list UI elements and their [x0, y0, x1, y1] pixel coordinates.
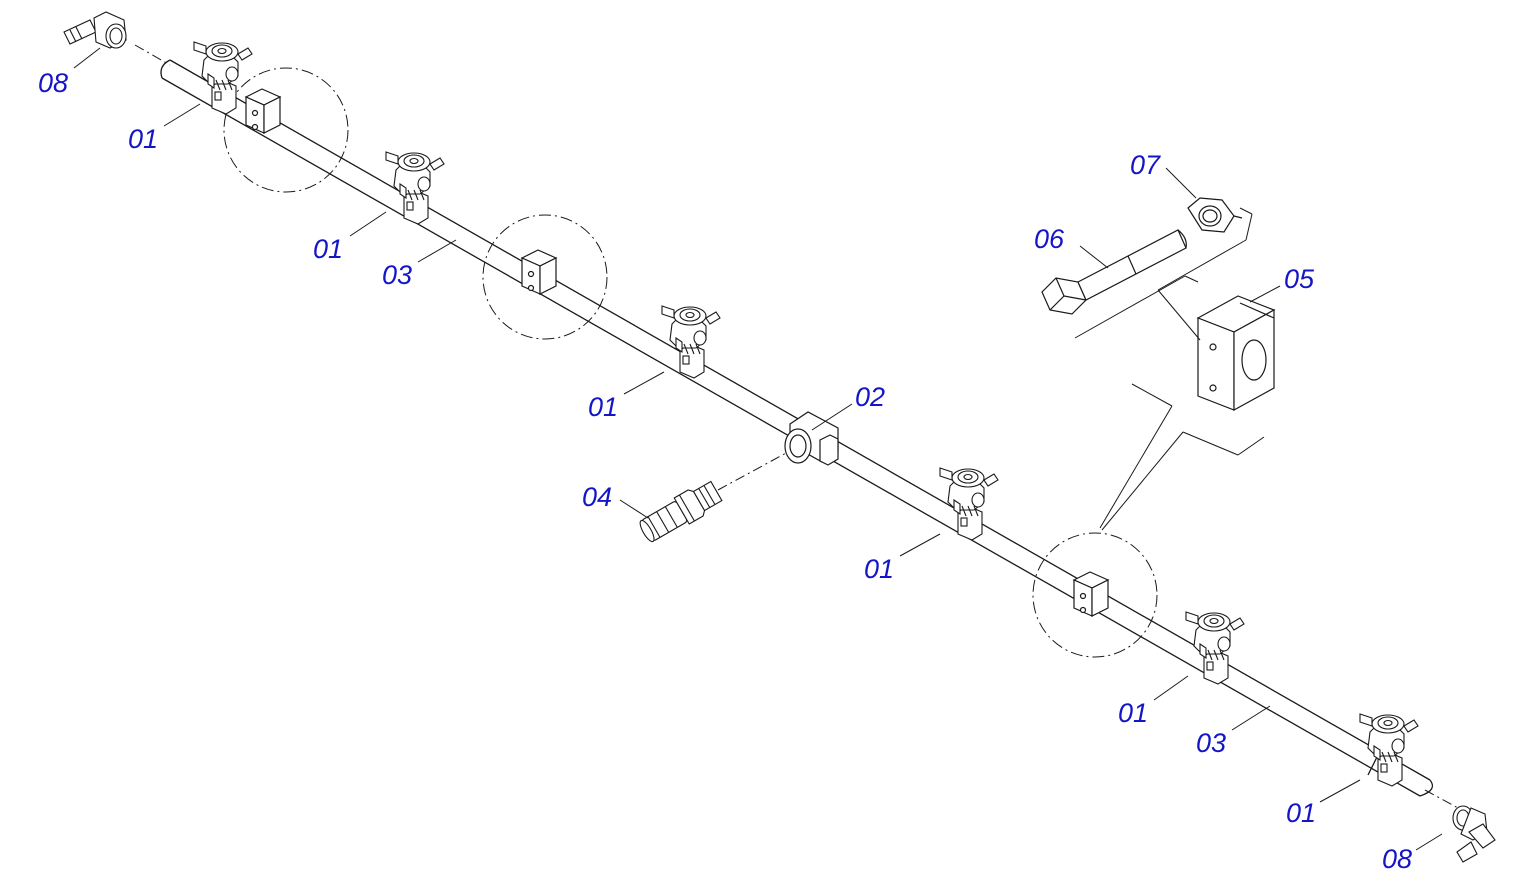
label-02: 02 — [855, 382, 886, 412]
detail-circles — [223, 67, 1158, 658]
label-08-top: 08 — [38, 68, 69, 98]
nozzle-body — [385, 151, 445, 225]
hose-barb-adapter — [639, 480, 723, 543]
label-04: 04 — [582, 482, 613, 512]
detail-nut — [1187, 197, 1243, 233]
label-01-b: 01 — [313, 234, 344, 264]
label-01-d: 01 — [864, 554, 895, 584]
nozzle-body — [1185, 611, 1245, 685]
label-05: 05 — [1284, 264, 1315, 294]
label-06: 06 — [1034, 224, 1065, 254]
detail-bracket — [1074, 207, 1265, 531]
label-01-f: 01 — [1286, 798, 1317, 828]
elbow-fitting-left — [63, 11, 127, 49]
nozzle-assemblies — [193, 41, 1419, 787]
clamp-block — [1072, 571, 1110, 617]
nozzle-body — [939, 467, 999, 541]
label-03-right: 03 — [1196, 728, 1227, 758]
detail-bolt — [1041, 229, 1187, 315]
center-lines — [134, 44, 1459, 809]
label-01-a: 01 — [128, 124, 159, 154]
pipe-clamps — [244, 88, 1110, 617]
label-08-bottom: 08 — [1382, 844, 1413, 874]
label-01-c: 01 — [588, 392, 619, 422]
detail-circle-2 — [482, 214, 608, 340]
leader-lines — [73, 47, 1443, 851]
elbow-fitting-right — [1452, 805, 1496, 863]
nozzle-body — [1359, 713, 1419, 787]
clamp-block — [520, 249, 558, 295]
nozzle-body — [193, 41, 253, 115]
detail-circle-1 — [223, 67, 349, 193]
nozzle-body — [661, 305, 721, 379]
label-01-e: 01 — [1118, 698, 1149, 728]
label-03-left: 03 — [382, 260, 413, 290]
clamp-block — [244, 88, 282, 134]
detail-clamp-block — [1196, 295, 1276, 412]
detail-circle-3 — [1032, 532, 1158, 658]
label-07: 07 — [1130, 150, 1161, 180]
tee-fitting — [784, 411, 839, 466]
